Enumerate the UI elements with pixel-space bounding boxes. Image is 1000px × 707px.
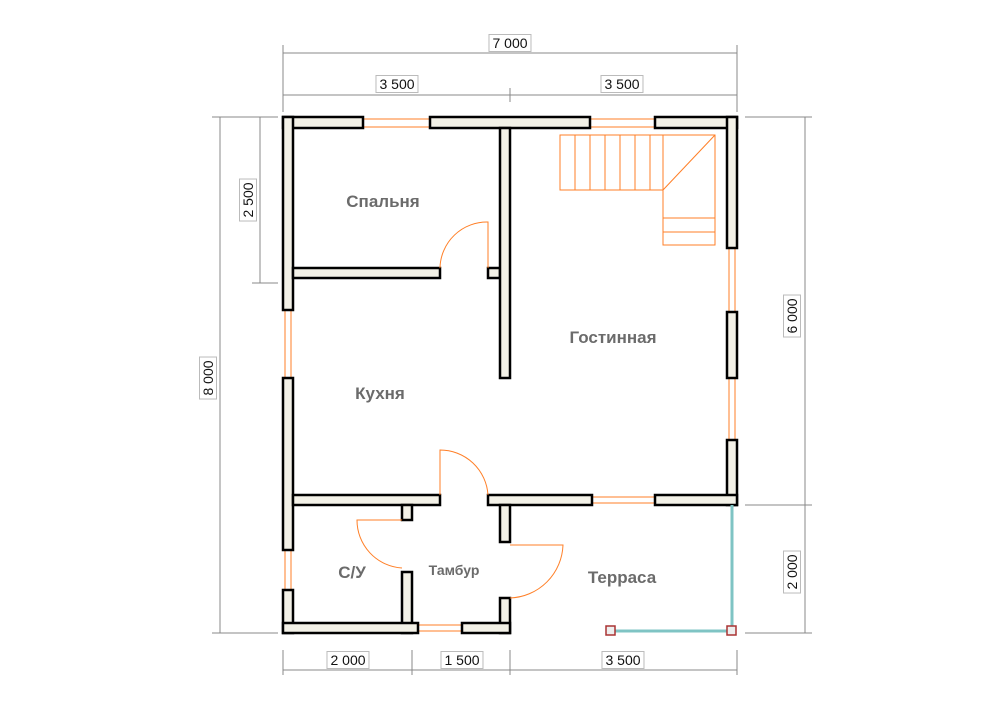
dim-left-top: 2 500 [239, 178, 257, 222]
dim-bottom-2: 1 500 [440, 651, 484, 669]
dim-right-bottom: 2 000 [783, 550, 801, 594]
dim-bottom-3: 3 500 [601, 651, 645, 669]
dim-right-top: 6 000 [783, 294, 801, 338]
doors [356, 221, 564, 599]
dim-bottom-1: 2 000 [326, 651, 370, 669]
room-label-vestibule: Тамбур [428, 562, 480, 578]
dimension-lines [212, 45, 812, 675]
room-label-living: Гостинная [569, 328, 657, 347]
room-label-bathroom: С/У [338, 563, 366, 582]
posts [605, 625, 737, 636]
dim-left-total: 8 000 [199, 356, 217, 400]
room-label-kitchen: Кухня [355, 384, 405, 403]
dim-top-right: 3 500 [600, 75, 644, 93]
terrace-railing [614, 505, 734, 633]
dim-top-left: 3 500 [375, 75, 419, 93]
dim-top-total: 7 000 [488, 34, 532, 52]
walls [281, 115, 739, 635]
room-label-terrace: Терраса [587, 568, 657, 587]
stairs [559, 134, 716, 246]
room-label-bedroom: Спальня [346, 192, 420, 211]
